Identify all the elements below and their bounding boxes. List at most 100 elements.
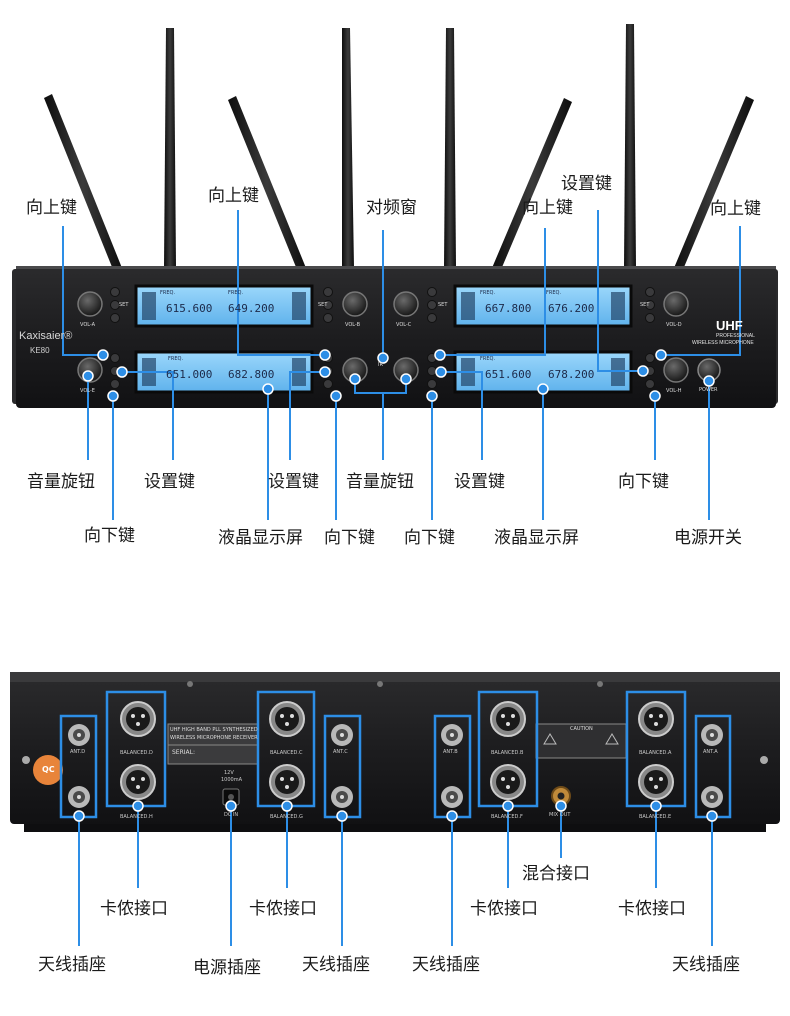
callout-up-key-1: 向上键 [26,198,77,218]
volume-knobs [77,291,689,383]
info-label-line1: UHF HIGH BAND PLL SYNTHESIZED [170,727,258,733]
callout-xlr-3: 卡侬接口 [470,899,538,919]
set-label-b: SET [318,302,328,308]
callout-down-key-1: 向下键 [84,526,135,546]
callout-set-key-1: 设置键 [144,472,195,492]
callout-ant-4: 天线插座 [672,955,740,975]
rear-panel [10,672,780,824]
qc-sticker [33,755,63,785]
antenna [228,96,306,272]
channel-label-e: VOL-E [80,388,95,394]
lcd-e-freq-label: FREQ. [168,356,184,362]
callout-up-key-3: 向上键 [522,198,573,218]
front-panel [16,266,776,408]
model-label: KE80 [30,346,50,355]
rear-callout-lines [78,806,713,946]
serial-label: SERIAL: [172,749,196,756]
caution-label [535,723,627,759]
port-label-dc-in: DC IN [224,812,239,818]
lcd-g-freq-label: FREQ. [480,356,496,362]
lcd-a-freq-label: FREQ. [160,290,176,296]
callout-power-socket: 电源插座 [193,958,261,978]
port-label-bal-e: BALANCED.E [639,814,672,820]
port-label-ant-a: ANT.A [703,749,718,755]
lcd-a-freq-2: 649.200 [228,302,275,315]
callout-set-key-2: 设置键 [268,472,319,492]
port-label-bal-b: BALANCED.B [491,750,524,756]
front-callout-lines [62,210,741,520]
volume-knob-b [342,291,368,317]
lcd-g-freq: 651.600 [485,368,532,381]
lcd-e-freq-2: 682.800 [228,368,275,381]
volume-knob-h [663,357,689,383]
qc-sticker-text: QC [42,765,55,774]
antenna [444,28,456,268]
callout-down-key-2: 向下键 [324,528,375,548]
front-callout-points [82,349,715,402]
antenna [624,24,636,268]
lcd-c-freq-label-2: FREQ. [546,290,562,296]
port-label-ant-d: ANT.D [70,749,86,755]
lcd-e-freq: 651.000 [166,368,213,381]
lcd-a-freq: 615.600 [166,302,213,315]
port-label-bal-c: BALANCED.C [270,750,303,756]
callout-down-key-4: 向下键 [618,472,669,492]
channel-label-d: VOL-D [666,322,682,328]
lcd-g-freq-2: 678.200 [548,368,595,381]
callout-ant-2: 天线插座 [302,955,370,975]
callout-xlr-4: 卡侬接口 [618,899,686,919]
antenna-ports [68,724,723,808]
callout-power-switch: 电源开关 [674,528,742,548]
channel-label-h: VOL-H [666,388,682,394]
channel-label-c: VOL-C [396,322,412,328]
uhf-badge: UHF [716,318,743,333]
callout-ant-3: 天线插座 [412,955,480,975]
callout-lcd-1: 液晶显示屏 [218,528,303,548]
callout-up-key-2: 向上键 [208,186,259,206]
channel-label-a: VOL-A [80,322,96,328]
port-label-bal-g: BALANCED.G [270,814,303,820]
volume-knob-c [393,291,419,317]
lcd-c-freq-label: FREQ. [480,290,496,296]
info-label-line2: WIRELESS MICROPHONE RECEIVER [170,735,258,741]
port-label-bal-h: BALANCED.H [120,814,153,820]
callout-volume-knob-2: 音量旋钮 [346,472,414,492]
lcd-c-freq-2: 676.200 [548,302,595,315]
port-label-dc-spec2: 1000mA [221,777,243,783]
button-columns [110,287,655,389]
callout-up-key-4: 向上键 [710,199,761,219]
callout-xlr-1: 卡侬接口 [100,899,168,919]
port-label-bal-a: BALANCED.A [639,750,672,756]
rear-callout-points [73,800,718,822]
volume-knob-d [663,291,689,317]
port-label-dc-spec1: 12V [224,770,234,776]
ir-label: IR [378,362,383,368]
callout-mix-port: 混合接口 [522,864,590,884]
antenna [44,94,122,272]
callout-ir-window: 对频窗 [366,198,417,218]
callout-ant-1: 天线插座 [38,955,106,975]
badge-subtitle-1: PROFESSIONAL [716,333,755,339]
lcd-screens [134,284,633,394]
channel-label-b: VOL-B [345,322,361,328]
antenna [342,28,354,268]
port-label-ant-b: ANT.B [443,749,458,755]
brand-logo: Kaxisaier® [19,330,73,342]
callout-set-key-top: 设置键 [561,174,612,194]
port-label-bal-f: BALANCED.F [491,814,523,820]
lcd-a-freq-label-2: FREQ. [228,290,244,296]
lcd-screen-a [134,284,314,328]
callout-xlr-2: 卡侬接口 [249,899,317,919]
callout-down-key-3: 向下键 [404,528,455,548]
info-label [167,723,259,765]
lcd-c-freq: 667.800 [485,302,532,315]
set-label-a: SET [119,302,129,308]
volume-knob-a [77,291,103,317]
antenna-group [44,24,754,272]
port-label-ant-c: ANT.C [333,749,348,755]
set-label-c: SET [438,302,448,308]
antenna [674,96,754,272]
callout-lcd-2: 液晶显示屏 [494,528,579,548]
callout-set-key-3: 设置键 [454,472,505,492]
